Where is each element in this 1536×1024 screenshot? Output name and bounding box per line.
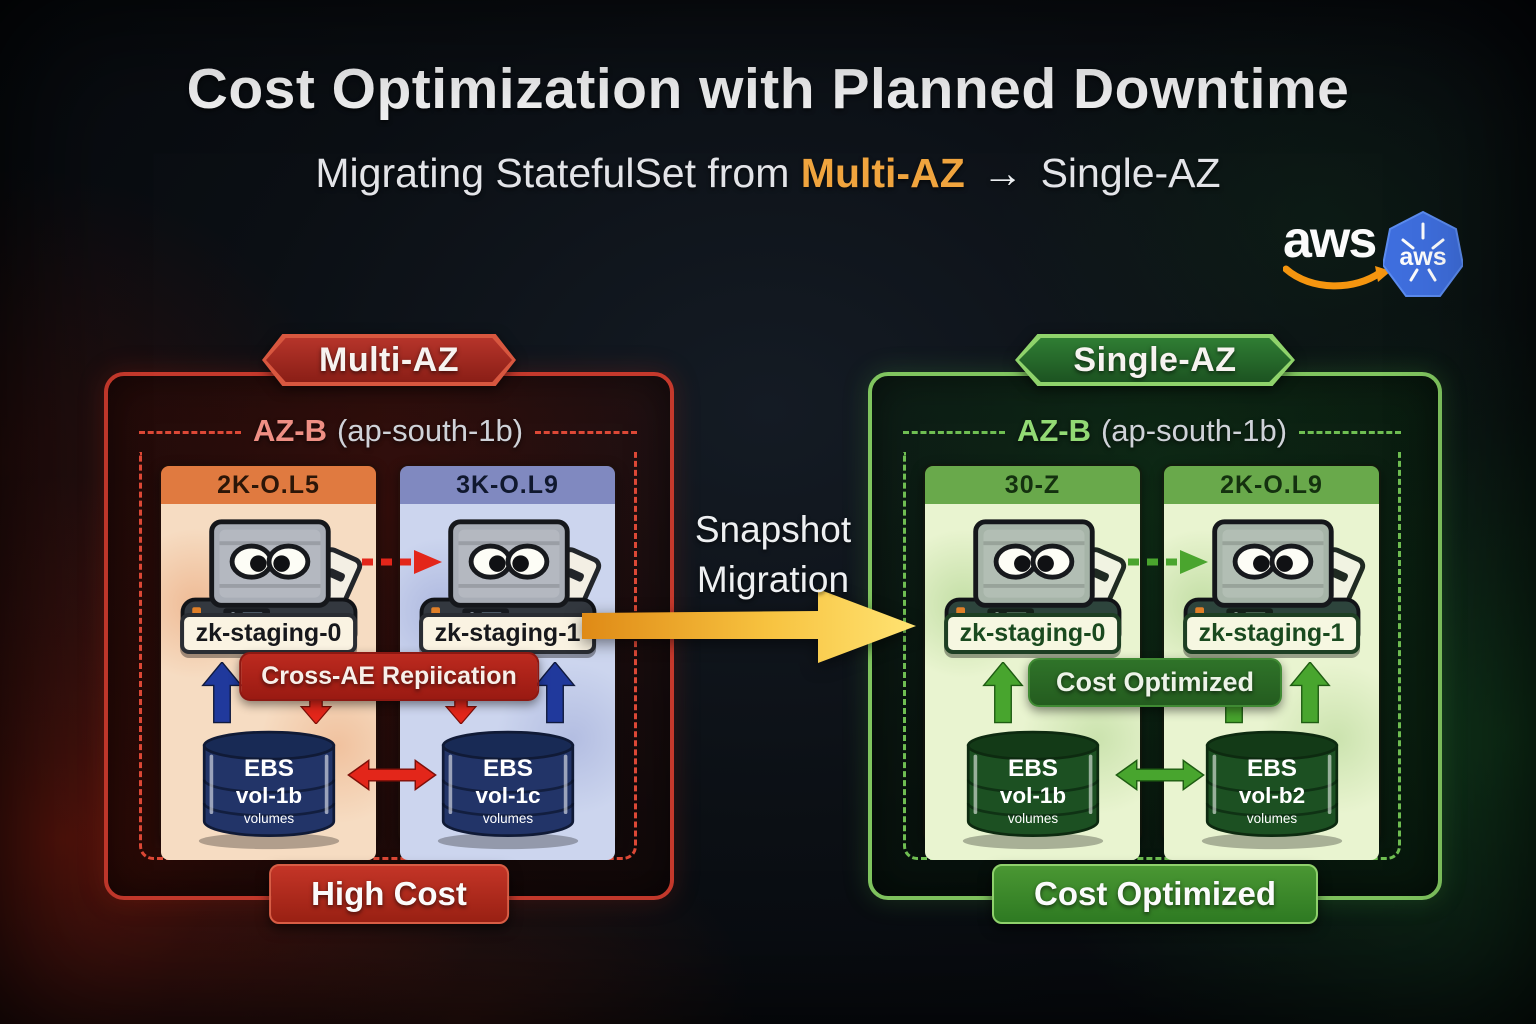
single-az-badge: Single-AZ (1015, 334, 1295, 386)
pod-name-label: zk-staging-1 (1182, 613, 1361, 654)
up-arrow-icon (1288, 662, 1331, 724)
pod-replication-arrow-icon (1128, 550, 1208, 574)
cost-optimized-banner: Cost Optimized (991, 864, 1319, 924)
dashed-line (903, 430, 1005, 434)
az-dashed-box: 30-Z (903, 452, 1401, 860)
svg-text:volumes: volumes (482, 811, 533, 826)
az-name: AZ-B (1016, 413, 1091, 448)
pod-zk-staging-0: zk-staging-0 (165, 508, 372, 658)
ebs-volume-icon: EBS vol-1c volumes (437, 730, 578, 850)
node-card-zk1: 2K-O.L9 (1162, 464, 1381, 850)
replication-arrows (981, 662, 1024, 724)
pod-name-label: zk-staging-1 (418, 613, 597, 654)
az-region: (ap-south-1b) (1100, 413, 1288, 448)
svg-text:vol-1c: vol-1c (475, 783, 540, 808)
high-cost-banner: High Cost (269, 864, 509, 924)
ebs-volume-icon: EBS vol-b2 volumes (1201, 730, 1342, 850)
svg-text:EBS: EBS (244, 755, 294, 782)
pod-name-label: zk-staging-0 (943, 613, 1122, 654)
up-arrow-icon (533, 662, 576, 724)
pod-zk-staging-0: zk-staging-0 (929, 508, 1136, 658)
multi-az-badge: Multi-AZ (262, 334, 516, 386)
svg-text:EBS: EBS (1247, 755, 1297, 782)
node-card-header: 3K-O.L9 (400, 466, 615, 504)
az-region: (ap-south-1b) (336, 413, 524, 448)
az-name: AZ-B (252, 413, 327, 448)
subtitle-arrow: → (982, 150, 1024, 196)
dashed-line (139, 430, 241, 434)
aws-logo: aws (1283, 214, 1391, 294)
ebs-replication-arrow-icon (347, 759, 437, 791)
subtitle: Migrating StatefulSet from Multi-AZ → Si… (0, 150, 1536, 197)
up-arrow-icon (981, 662, 1024, 724)
aws-wordmark: aws (1283, 211, 1377, 269)
up-arrow-icon (200, 662, 243, 724)
az-zone-right: AZ-B (ap-south-1b) 30-Z (903, 410, 1402, 860)
cross-az-replication-badge: Cross-AE Repiication (239, 652, 539, 701)
ebs-volume-icon: EBS vol-1b volumes (198, 730, 339, 850)
aws-smile-icon (1283, 265, 1391, 290)
pod-replication-arrow-icon (362, 550, 442, 574)
pod-name-label: zk-staging-0 (179, 613, 358, 654)
k8s-glyph-text: aws (1399, 243, 1446, 271)
svg-text:EBS: EBS (483, 755, 533, 782)
pod-zk-staging-1: zk-staging-1 (1168, 508, 1375, 658)
svg-text:vol-b2: vol-b2 (1238, 783, 1304, 808)
ebs-volume-icon: EBS vol-1b volumes (962, 730, 1103, 850)
snapshot-migration-label: Snapshot Migration (694, 509, 852, 600)
az-zone-left: AZ-B (ap-south-1b) 2K-O.L5 (139, 410, 638, 860)
node-card-header: 30-Z (925, 466, 1140, 504)
pod-zk-staging-1: zk-staging-1 (404, 508, 611, 658)
svg-text:vol-1b: vol-1b (999, 783, 1065, 808)
dashed-line (535, 430, 638, 434)
subtitle-single-az: Single-AZ (1040, 150, 1221, 196)
subtitle-prefix: Migrating StatefulSet from (315, 150, 790, 196)
svg-text:volumes: volumes (1007, 811, 1058, 826)
svg-text:vol-1b: vol-1b (235, 783, 301, 808)
migration-arrow-icon (582, 589, 916, 663)
subtitle-multi-az: Multi-AZ (800, 150, 965, 196)
svg-text:volumes: volumes (243, 811, 294, 826)
page-title: Cost Optimization with Planned Downtime (186, 57, 1350, 121)
svg-text:EBS: EBS (1008, 755, 1058, 782)
node-card-header: 2K-O.L5 (161, 466, 376, 504)
single-az-panel: Single-AZ AZ-B (ap-south-1b) 30-Z (868, 334, 1442, 924)
dashed-line (1299, 430, 1402, 434)
cost-optimized-badge: Cost Optimized (1027, 658, 1283, 707)
kubernetes-logo: aws (1383, 210, 1463, 297)
svg-text:volumes: volumes (1246, 811, 1297, 826)
node-card-header: 2K-O.L9 (1164, 466, 1379, 504)
ebs-replication-arrow-icon (1115, 759, 1205, 791)
